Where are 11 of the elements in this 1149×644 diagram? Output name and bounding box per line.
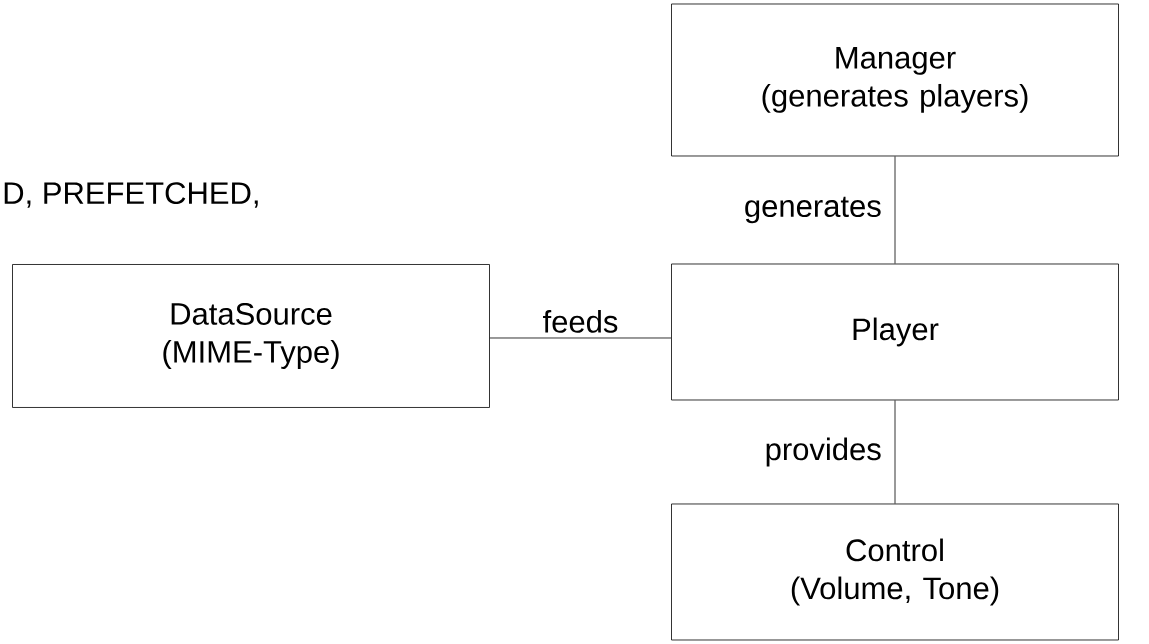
connector-line [489, 337, 672, 339]
box: DataSource (MIME-Type) [12, 264, 490, 408]
box: Player [671, 263, 1119, 401]
connector-line [894, 400, 896, 504]
edge-label: provides [766, 437, 881, 467]
box: Manager (generates players) [671, 3, 1119, 157]
edge-label: feeds [543, 310, 618, 333]
connector-line [894, 156, 896, 264]
box: Control (Volume, Tone) [671, 503, 1119, 641]
note-text: D, PREFETCHED, [4, 182, 258, 208]
edge-label: generates [745, 196, 881, 224]
